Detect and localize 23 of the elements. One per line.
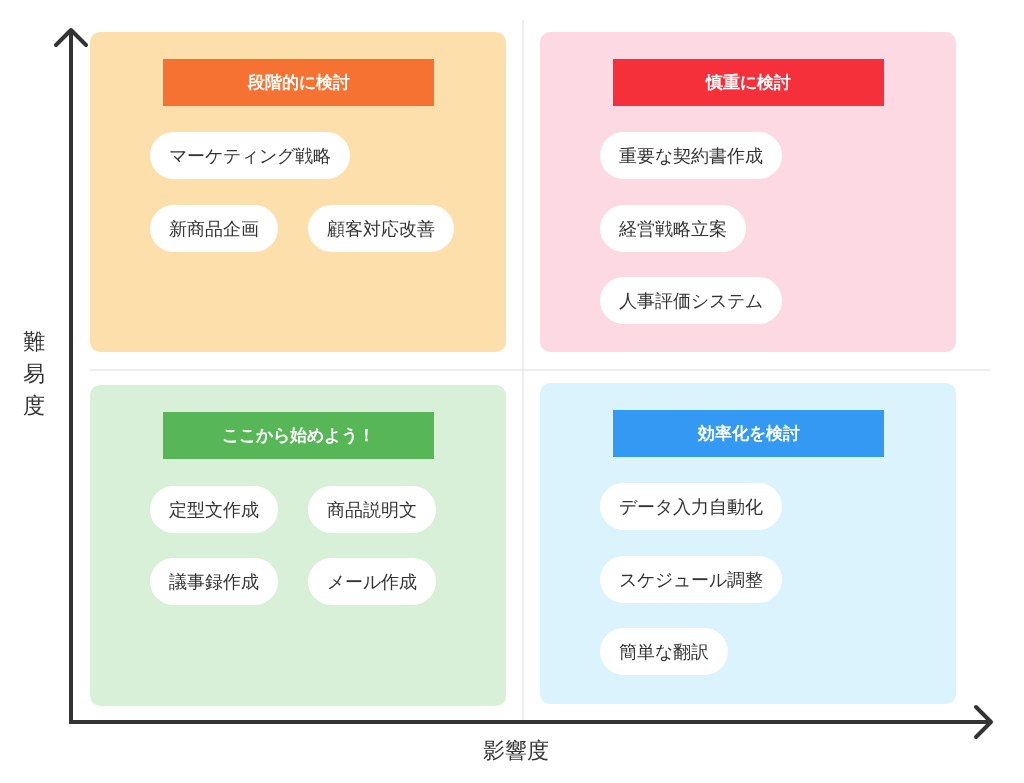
task-pill: マーケティング戦略 — [150, 132, 350, 179]
task-pill: 経営戦略立案 — [600, 205, 746, 252]
axis-label: 難易度 — [22, 328, 46, 420]
quadrant-panel — [90, 385, 506, 706]
quadrant-heading: 段階的に検討 — [163, 59, 434, 106]
task-pill: 議事録作成 — [150, 558, 278, 605]
quadrant-heading: ここから始めよう！ — [163, 412, 434, 459]
task-pill: 定型文作成 — [150, 486, 278, 533]
quadrant-heading: 効率化を検討 — [613, 410, 884, 457]
quadrant-panel — [540, 32, 956, 352]
quadrant-panel — [90, 32, 506, 352]
task-pill: スケジュール調整 — [600, 556, 782, 603]
task-pill: データ入力自動化 — [600, 483, 782, 530]
axis-label: 影響度 — [483, 737, 549, 765]
task-pill: 簡単な翻訳 — [600, 628, 728, 675]
task-pill: 重要な契約書作成 — [600, 132, 782, 179]
quadrant-panel — [540, 383, 956, 704]
task-pill: 顧客対応改善 — [308, 205, 454, 252]
task-pill: メール作成 — [308, 558, 436, 605]
task-pill: 人事評価システム — [600, 277, 782, 324]
task-pill: 新商品企画 — [150, 205, 278, 252]
task-pill: 商品説明文 — [308, 486, 436, 533]
quadrant-heading: 慎重に検討 — [613, 59, 884, 106]
